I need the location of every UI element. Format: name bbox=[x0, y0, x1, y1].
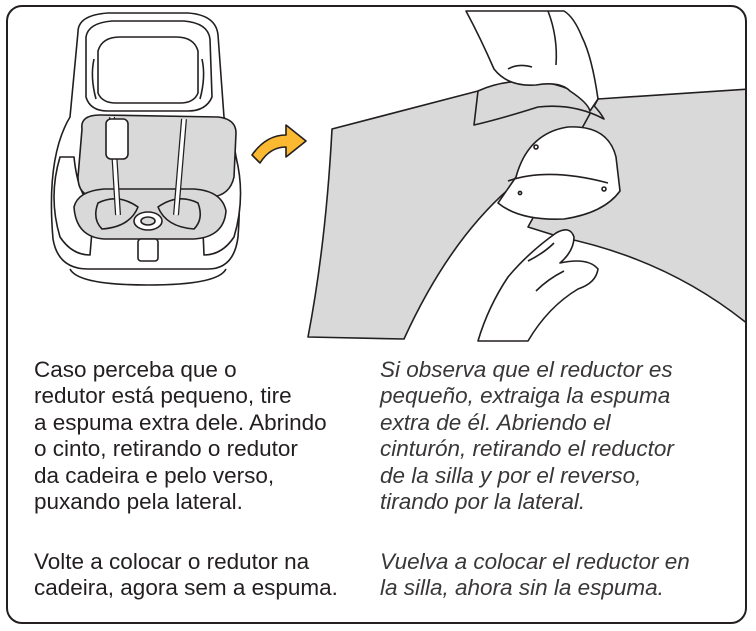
text-line: Vuelva a colocar el reductor en bbox=[380, 549, 690, 574]
car-seat-illustration bbox=[50, 12, 242, 286]
text-line: da cadeira e pelo verso, bbox=[34, 462, 275, 488]
text-line: de la silla y por el reverso, bbox=[380, 462, 642, 488]
arrow-right-icon bbox=[251, 124, 307, 164]
text-line: Caso perceba que o bbox=[34, 357, 237, 382]
hands-removing-foam-illustration bbox=[307, 10, 745, 342]
instruction-pt-paragraph-1: Caso perceba que o redutor está pequeno,… bbox=[34, 357, 327, 515]
text-line: puxando pela lateral. bbox=[34, 489, 243, 515]
text-line: cinturón, retirando el reductor bbox=[380, 436, 674, 462]
text-line: Si observa que el reductor es bbox=[380, 357, 673, 382]
instruction-panel: Caso perceba que o redutor está pequeno,… bbox=[6, 5, 747, 624]
text-line: a espuma extra dele. Abrindo bbox=[34, 409, 327, 435]
text-line: tirando por la lateral. bbox=[380, 489, 586, 515]
text-line: redutor está pequeno, tire bbox=[34, 383, 292, 409]
instruction-es-paragraph-1: Si observa que el reductor es pequeño, e… bbox=[380, 357, 674, 515]
instruction-pt-paragraph-2: Volte a colocar o redutor na cadeira, ag… bbox=[34, 549, 338, 602]
text-line: pequeño, extraiga la espuma bbox=[380, 383, 671, 409]
text-line: la silla, ahora sin la espuma. bbox=[380, 575, 664, 601]
illustration-area bbox=[50, 10, 745, 342]
text-line: cadeira, agora sem a espuma. bbox=[34, 575, 338, 601]
text-line: o cinto, retirando o redutor bbox=[34, 436, 298, 462]
text-line: Volte a colocar o redutor na bbox=[34, 549, 310, 574]
instruction-es-paragraph-2: Vuelva a colocar el reductor en la silla… bbox=[380, 549, 690, 602]
text-line: extra de él. Abriendo el bbox=[380, 409, 611, 435]
